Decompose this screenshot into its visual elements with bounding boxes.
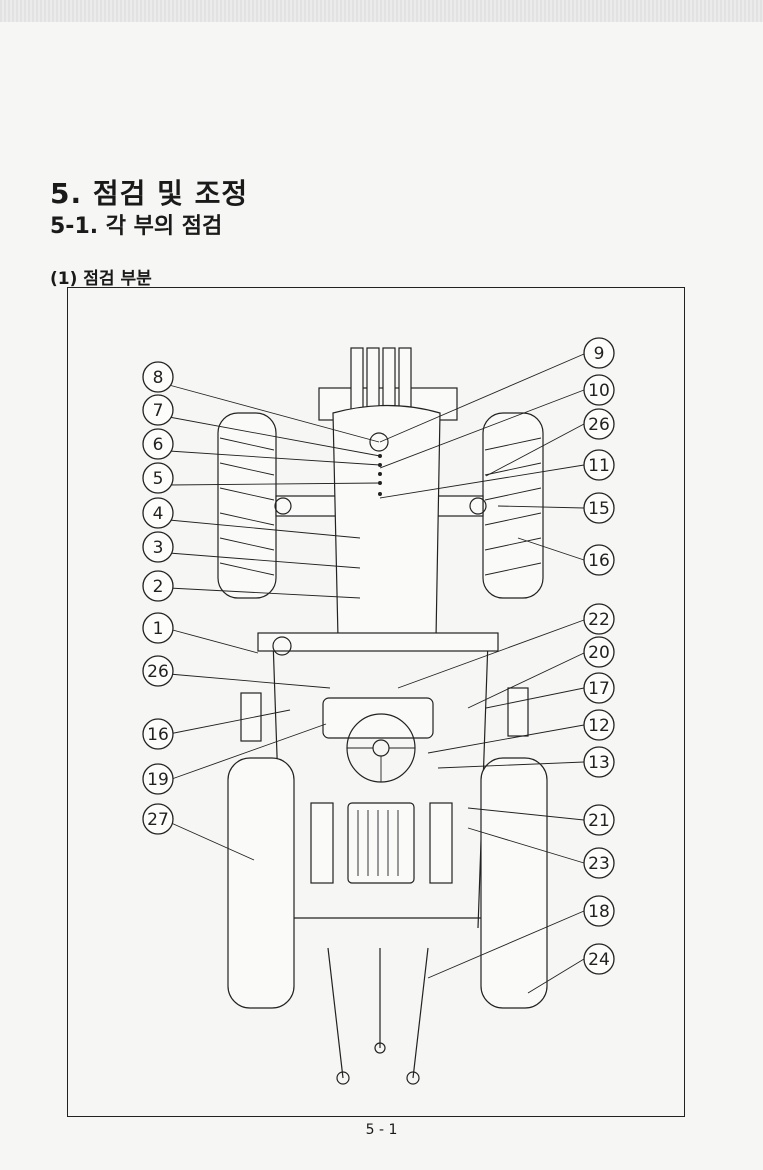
callout-label: 11 [588, 456, 610, 476]
callout-11: 11 [583, 449, 615, 481]
callout-27: 27 [142, 803, 174, 835]
scan-top-band [0, 0, 763, 22]
callout-label: 2 [153, 577, 164, 597]
section-title: 5. 점검 및 조정 [50, 177, 249, 210]
callout-label: 20 [588, 643, 610, 663]
callout-19: 19 [142, 763, 174, 795]
callout-label: 5 [153, 469, 164, 489]
callout-label: 4 [153, 504, 164, 524]
callout-label: 17 [588, 679, 610, 699]
callout-label: 12 [588, 716, 610, 736]
callout-4: 4 [142, 497, 174, 529]
tractor-top-view-diagram: 8 7 6 5 4 3 2 1 26 16 19 27 9 10 26 11 1… [142, 337, 615, 1085]
callout-label: 8 [153, 368, 164, 388]
hood [332, 404, 441, 639]
callout-label: 13 [588, 753, 610, 773]
callout-label: 15 [588, 499, 610, 519]
callout-label: 26 [588, 415, 610, 435]
callout-8: 8 [142, 361, 174, 393]
callout-6: 6 [142, 428, 174, 460]
callout-label: 3 [153, 538, 164, 558]
front-left-tire [217, 412, 277, 599]
callout-label: 9 [594, 344, 605, 364]
callout-label: 26 [147, 662, 169, 682]
callout-label: 6 [153, 435, 164, 455]
leader-lines-left [168, 384, 381, 861]
callout-16-right: 16 [583, 544, 615, 576]
callout-label: 27 [147, 810, 169, 830]
callout-13: 13 [583, 746, 615, 778]
callout-1: 1 [142, 612, 174, 644]
callout-label: 1 [153, 619, 164, 639]
callout-23: 23 [583, 847, 615, 879]
callout-label: 24 [588, 950, 610, 970]
callout-2: 2 [142, 570, 174, 602]
callout-label: 22 [588, 610, 610, 630]
item-heading: (1) 점검 부분 [50, 269, 152, 289]
callout-12: 12 [583, 709, 615, 741]
callout-label: 16 [147, 725, 169, 745]
callout-24: 24 [583, 943, 615, 975]
callout-label: 23 [588, 854, 610, 874]
callout-label: 18 [588, 902, 610, 922]
callout-label: 7 [153, 401, 164, 421]
callout-7: 7 [142, 394, 174, 426]
callout-label: 19 [147, 770, 169, 790]
page-number: 5 - 1 [365, 1122, 398, 1138]
callout-3: 3 [142, 531, 174, 563]
callout-26-right: 26 [583, 408, 615, 440]
callout-9: 9 [583, 337, 615, 369]
rear-left-tire [227, 757, 295, 1009]
subsection-title: 5-1. 각 부의 점검 [50, 214, 223, 239]
callout-17: 17 [583, 672, 615, 704]
three-point-hitch [327, 947, 429, 1085]
seat-area [310, 802, 453, 884]
front-weights [318, 347, 458, 421]
callout-10: 10 [583, 374, 615, 406]
callout-26-left: 26 [142, 655, 174, 687]
callout-18: 18 [583, 895, 615, 927]
callout-label: 16 [588, 551, 610, 571]
leader-lines-right [379, 353, 585, 994]
callout-15: 15 [583, 492, 615, 524]
front-right-tire [482, 412, 544, 599]
callout-16-left: 16 [142, 718, 174, 750]
callout-22: 22 [583, 603, 615, 635]
diagram-frame: 8 7 6 5 4 3 2 1 26 16 19 27 9 10 26 11 1… [67, 287, 685, 1117]
rear-right-tire [480, 757, 548, 1009]
callout-21: 21 [583, 804, 615, 836]
dashboard [322, 697, 434, 783]
callout-20: 20 [583, 636, 615, 668]
callout-5: 5 [142, 462, 174, 494]
callout-label: 10 [588, 381, 610, 401]
callout-label: 21 [588, 811, 610, 831]
